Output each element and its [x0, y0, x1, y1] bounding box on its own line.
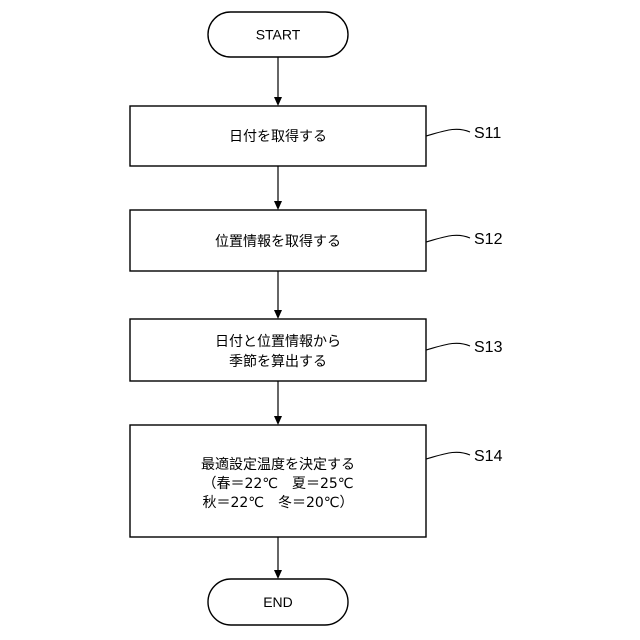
step-id-label: S11 [474, 125, 501, 142]
step-leader-line [426, 343, 470, 350]
step-text-line-1: 最適設定温度を決定する [201, 456, 355, 473]
step-text-line-3: 秋＝22℃ 冬＝20℃） [202, 495, 353, 511]
step-leader-line [426, 452, 470, 459]
process-step-s13: 日付と位置情報から 季節を算出する S13 [130, 319, 503, 381]
start-label: START [256, 27, 301, 43]
end-terminator: END [208, 579, 348, 625]
step-leader-line [426, 129, 470, 136]
process-step-s11: 日付を取得する S11 [130, 106, 501, 166]
step-text-line-2: （春＝22℃ 夏＝25℃ [202, 476, 353, 492]
edge-start-s11 [274, 57, 282, 106]
end-label: END [263, 594, 293, 610]
process-step-s12: 位置情報を取得する S12 [130, 210, 503, 271]
step-id-label: S14 [474, 448, 503, 465]
process-step-s14: 最適設定温度を決定する （春＝22℃ 夏＝25℃ 秋＝22℃ 冬＝20℃） S1… [130, 425, 503, 537]
edge-s14-end [274, 537, 282, 579]
step-id-label: S13 [474, 339, 503, 356]
step-text: 位置情報を取得する [215, 233, 341, 250]
edge-s12-s13 [274, 271, 282, 319]
step-leader-line [426, 235, 470, 242]
edge-s11-s12 [274, 166, 282, 210]
step-text-line-1: 日付と位置情報から [215, 334, 341, 350]
step-id-label: S12 [474, 231, 503, 248]
edge-s13-s14 [274, 381, 282, 425]
step-text-line-2: 季節を算出する [229, 353, 327, 370]
step-text: 日付を取得する [229, 128, 327, 145]
start-terminator: START [208, 12, 348, 57]
